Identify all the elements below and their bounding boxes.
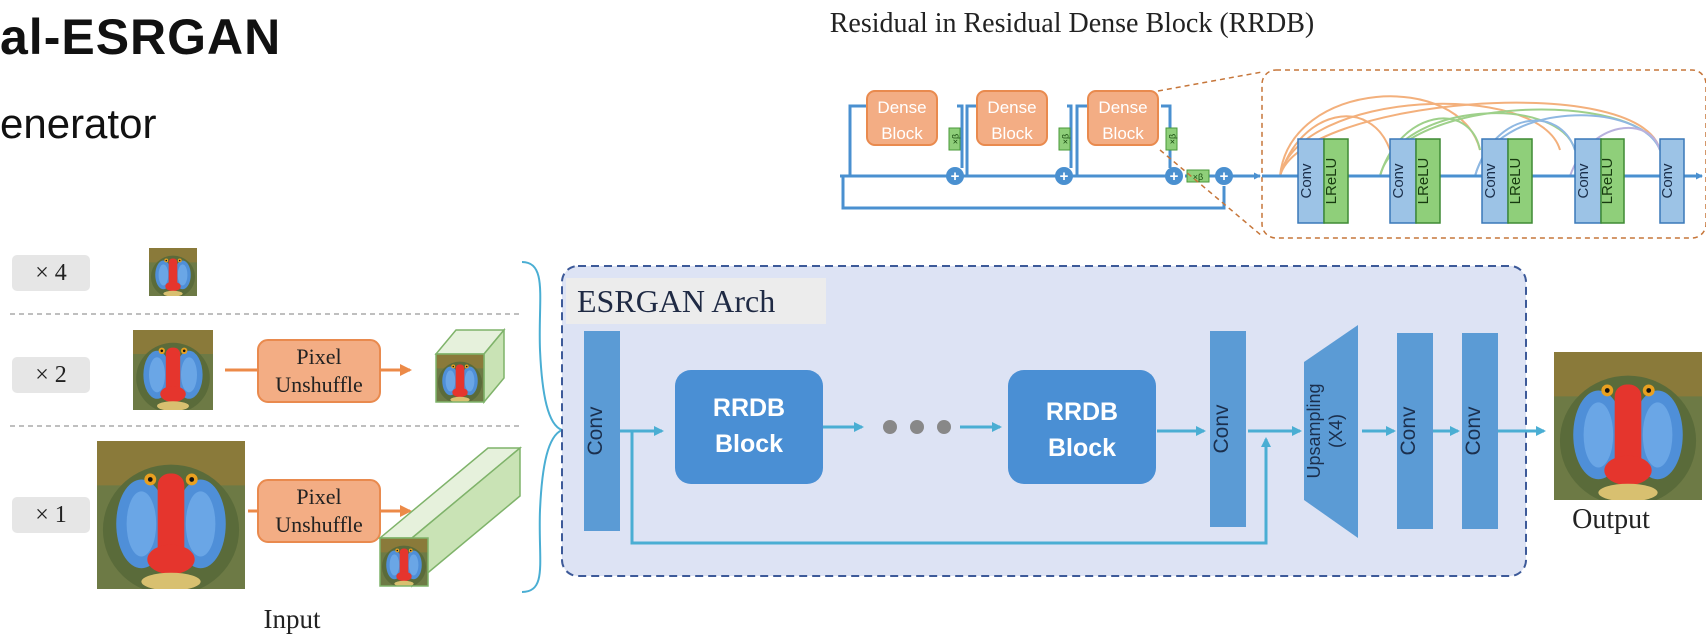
svg-text:Block: Block <box>991 124 1033 143</box>
dense-block-1: Dense Block <box>866 90 938 146</box>
svg-text:RRDB: RRDB <box>713 394 785 422</box>
slide-subtitle: enerator <box>0 100 157 147</box>
svg-text:×β: ×β <box>951 134 961 144</box>
svg-text:× 2: × 2 <box>35 362 67 388</box>
svg-text:LReLU: LReLU <box>1415 158 1432 205</box>
dense-conv-lrelu-pair-1: Conv LReLU <box>1297 138 1349 224</box>
svg-text:RRDB: RRDB <box>1046 398 1118 426</box>
arch-ellipsis-dots <box>883 420 951 434</box>
svg-text:Unshuffle: Unshuffle <box>275 372 363 397</box>
dense-block-zoom-callout <box>1157 69 1706 239</box>
svg-text:(X4): (X4) <box>1326 414 1346 448</box>
dense-block-3: Dense Block <box>1087 90 1159 146</box>
svg-text:Conv: Conv <box>1210 404 1233 454</box>
scale-dividers <box>10 313 520 427</box>
arch-hr-conv-1: Conv <box>1397 333 1433 529</box>
input-merge-brace <box>521 261 565 593</box>
dense-block-2: Dense Block <box>976 90 1048 146</box>
esrgan-arch-title-bg <box>566 278 826 324</box>
arch-flow-arrows <box>620 422 1546 545</box>
svg-text:LReLU: LReLU <box>1599 158 1616 205</box>
svg-text:Dense: Dense <box>987 98 1036 117</box>
dense-conv-lrelu-pair-2: Conv LReLU <box>1389 138 1441 224</box>
arch-trunk-conv: Conv <box>1210 331 1246 527</box>
input-image-x1 <box>97 441 245 595</box>
svg-text:Conv: Conv <box>584 406 607 456</box>
svg-text:Dense: Dense <box>877 98 926 117</box>
svg-text:Dense: Dense <box>1098 98 1147 117</box>
scale-tag-x4: × 4 <box>12 255 90 291</box>
svg-text:+: + <box>951 168 960 185</box>
residual-add-nodes: + + + + <box>946 167 1233 185</box>
svg-text:+: + <box>1170 168 1179 185</box>
svg-text:×β: ×β <box>1061 134 1071 144</box>
svg-text:Conv: Conv <box>1482 163 1499 199</box>
svg-text:× 1: × 1 <box>35 502 67 528</box>
pixel-unshuffle-box-x2: Pixel Unshuffle <box>225 339 412 403</box>
svg-text:Conv: Conv <box>1462 406 1485 456</box>
input-caption: Input <box>264 604 321 634</box>
svg-text:Block: Block <box>715 430 783 458</box>
arch-first-conv: Conv <box>584 331 620 531</box>
svg-text:×β: ×β <box>1168 134 1178 144</box>
svg-text:Pixel: Pixel <box>296 344 341 369</box>
svg-text:Conv: Conv <box>1659 163 1676 199</box>
rrdb-title: Residual in Residual Dense Block (RRDB) <box>830 8 1315 39</box>
arch-rrdb-block-1: RRDB Block <box>675 370 823 484</box>
esrgan-arch-title: ESRGAN Arch <box>577 283 775 319</box>
dense-final-conv: Conv <box>1659 138 1685 224</box>
svg-text:LReLU: LReLU <box>1507 158 1524 205</box>
arch-rrdb-block-2: RRDB Block <box>1008 370 1156 484</box>
svg-text:Upsampling: Upsampling <box>1304 383 1324 478</box>
svg-text:LReLU: LReLU <box>1323 158 1340 205</box>
svg-text:Conv: Conv <box>1397 406 1420 456</box>
svg-text:Conv: Conv <box>1298 163 1315 199</box>
dense-conv-lrelu-pair-3: Conv LReLU <box>1481 138 1533 224</box>
svg-text:Pixel: Pixel <box>296 484 341 509</box>
svg-text:Unshuffle: Unshuffle <box>275 512 363 537</box>
svg-text:Conv: Conv <box>1390 163 1407 199</box>
svg-text:Conv: Conv <box>1575 163 1592 199</box>
output-caption: Output <box>1572 504 1650 535</box>
rrdb-main-flow <box>840 104 1261 210</box>
svg-text:×β: ×β <box>1193 172 1203 182</box>
input-image-x4 <box>149 248 197 298</box>
input-image-x2 <box>133 330 213 413</box>
svg-text:+: + <box>1060 168 1069 185</box>
scale-tag-x1: × 1 <box>12 497 90 533</box>
beta-scale-tags: ×β ×β ×β ×β <box>948 127 1210 183</box>
pixel-unshuffle-box-x1: Pixel Unshuffle <box>248 479 412 543</box>
slide-title: al-ESRGAN <box>0 9 282 65</box>
dense-conv-lrelu-pair-4: Conv LReLU <box>1574 138 1625 224</box>
svg-text:Block: Block <box>881 124 923 143</box>
output-image <box>1554 352 1702 506</box>
svg-text:Block: Block <box>1102 124 1144 143</box>
svg-text:+: + <box>1220 168 1229 185</box>
unshuffled-tensor-x2 <box>434 327 506 405</box>
unshuffled-tensor-x1 <box>377 446 523 588</box>
svg-text:Block: Block <box>1048 434 1116 462</box>
svg-text:× 4: × 4 <box>35 260 67 286</box>
arch-upsampling: Upsampling (X4) <box>1304 325 1358 538</box>
arch-hr-conv-2: Conv <box>1462 333 1498 529</box>
scale-tag-x2: × 2 <box>12 357 90 393</box>
